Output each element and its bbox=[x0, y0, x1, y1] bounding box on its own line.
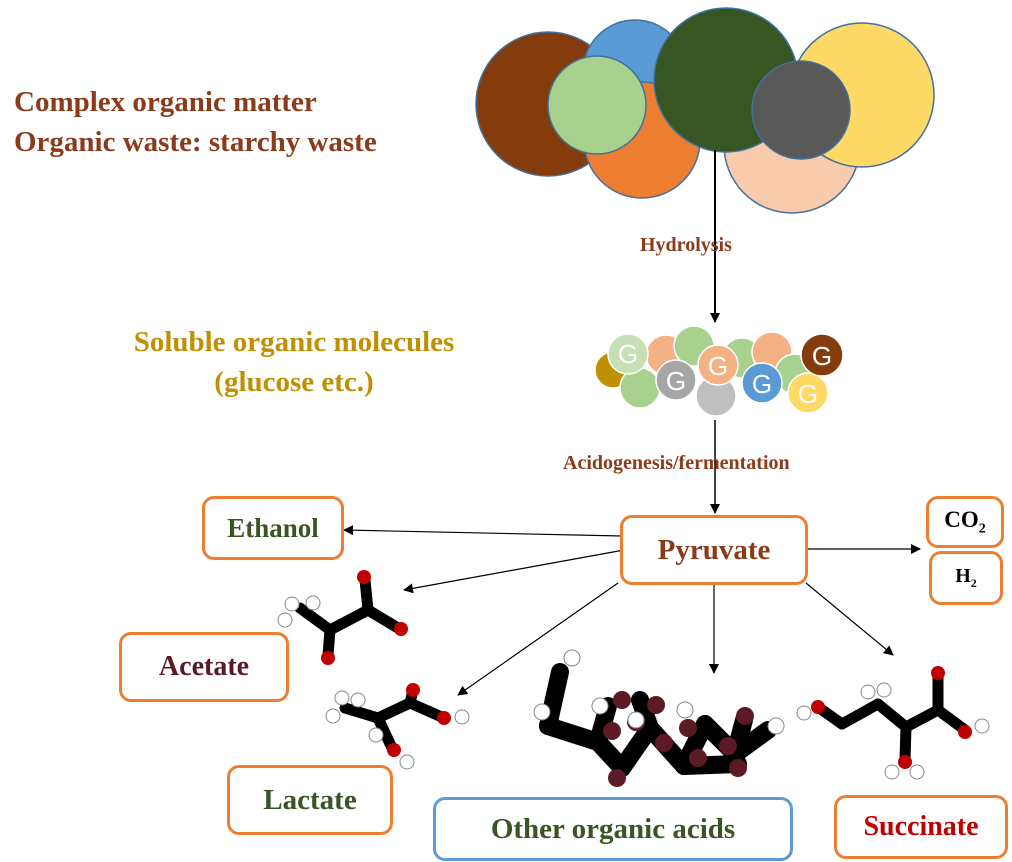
glucose-g-1 bbox=[607, 333, 649, 375]
h2-subscript: 2 bbox=[970, 576, 977, 590]
succinate-box: Succinate bbox=[834, 795, 1008, 859]
arrow-to-lactate bbox=[457, 582, 619, 696]
co2-label: CO2 bbox=[944, 506, 986, 537]
hydrolysis-label: Hydrolysis bbox=[640, 234, 732, 256]
lactate-label: Lactate bbox=[263, 783, 357, 816]
glucose-cluster: G G G G G G bbox=[594, 325, 844, 417]
glucose-letter: G bbox=[812, 341, 832, 371]
circle-lightgreen bbox=[547, 55, 647, 155]
succinate-label: Succinate bbox=[863, 811, 979, 842]
other-acids-label: Other organic acids bbox=[490, 812, 736, 845]
lactate-molecule bbox=[325, 683, 470, 770]
glucose-letter: G bbox=[798, 379, 818, 409]
arrow-to-succinate bbox=[805, 582, 894, 656]
h2-label: H2 bbox=[955, 565, 977, 590]
pyruvate-box: Pyruvate bbox=[620, 515, 808, 585]
acetate-label: Acetate bbox=[158, 651, 250, 682]
circle-gray bbox=[751, 60, 851, 160]
h2-box: H2 bbox=[929, 551, 1003, 605]
pyruvate-arrows bbox=[343, 525, 921, 696]
acetate-molecule bbox=[277, 570, 408, 665]
acidogenesis-label: Acidogenesis/fermentation bbox=[563, 452, 790, 474]
succinate-molecule bbox=[796, 666, 990, 780]
co2-subscript: 2 bbox=[978, 521, 986, 537]
acetate-box: Acetate bbox=[119, 632, 289, 702]
glucose-g-5 bbox=[787, 372, 829, 414]
arrow-to-ethanol bbox=[343, 525, 623, 537]
ethanol-label: Ethanol bbox=[227, 512, 319, 543]
ethanol-box: Ethanol bbox=[202, 496, 344, 560]
complex-matter-circles bbox=[475, 7, 935, 214]
complex-matter-line1: Complex organic matter bbox=[14, 86, 317, 118]
glucose-g-2 bbox=[655, 359, 697, 401]
soluble-line2: (glucose etc.) bbox=[214, 366, 374, 398]
co2-box: CO2 bbox=[926, 496, 1004, 548]
soluble-molecules-label: Soluble organic molecules (glucose etc.) bbox=[95, 322, 493, 402]
soluble-line1: Soluble organic molecules bbox=[133, 326, 455, 358]
glucose-g-6 bbox=[800, 333, 844, 377]
lactate-box: Lactate bbox=[227, 765, 393, 835]
complex-matter-line2: Organic waste: starchy waste bbox=[14, 126, 377, 158]
glucose-g-3 bbox=[697, 344, 739, 386]
arrow-to-acetate bbox=[403, 549, 625, 594]
glucose-letter: G bbox=[752, 369, 772, 399]
complex-matter-label: Complex organic matter Organic waste: st… bbox=[14, 82, 377, 162]
other-acids-box: Other organic acids bbox=[433, 797, 793, 861]
glucose-letter: G bbox=[666, 366, 686, 396]
glucose-letter: G bbox=[708, 351, 728, 381]
pyruvate-label: Pyruvate bbox=[657, 533, 771, 566]
glucose-g-4 bbox=[741, 362, 783, 404]
other-acids-molecule bbox=[533, 649, 785, 787]
glucose-letter: G bbox=[618, 339, 638, 369]
